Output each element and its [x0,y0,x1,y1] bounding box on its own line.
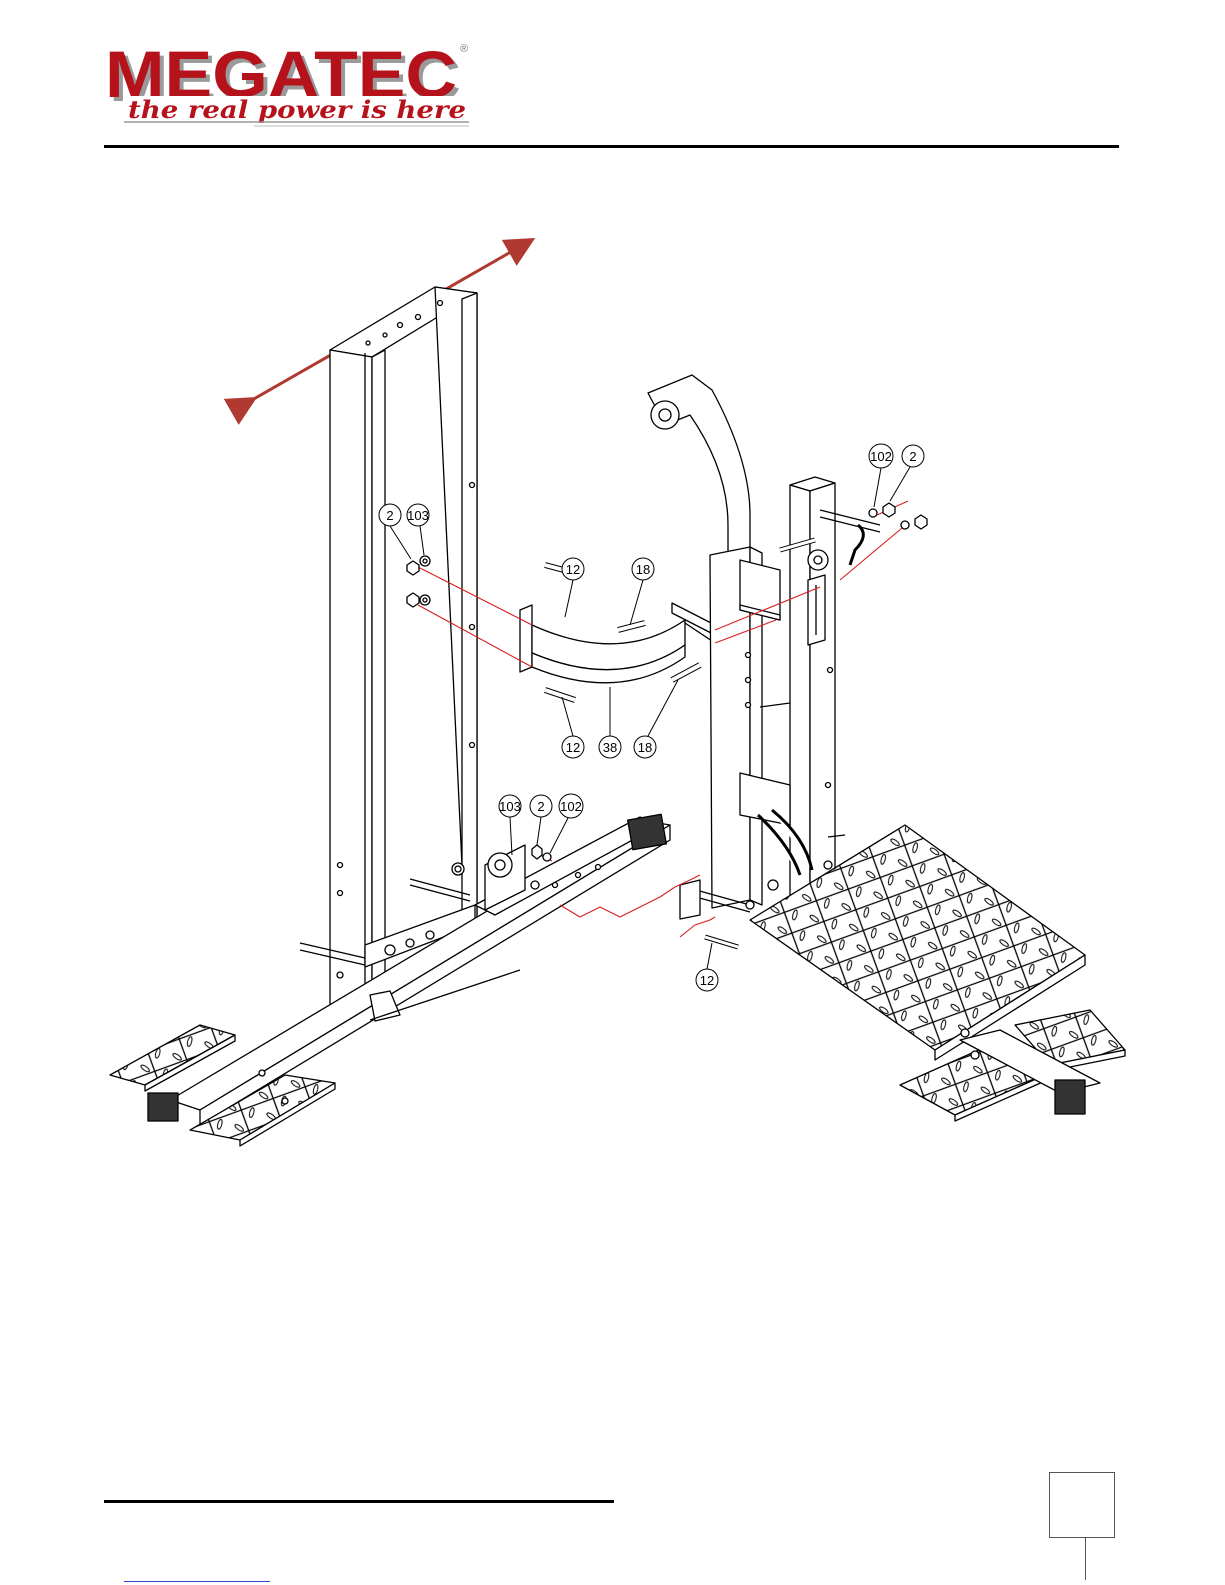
svg-text:2: 2 [537,799,544,814]
callout-103-lower: 103 [499,795,521,855]
center-curved-brace [520,565,715,700]
svg-text:18: 18 [636,562,650,577]
svg-text:102: 102 [870,449,892,464]
callout-12-top: 12 [562,558,584,617]
left-upright-frame [110,287,670,1146]
svg-text:18: 18 [638,740,652,755]
svg-text:2: 2 [386,508,393,523]
svg-text:2: 2 [909,449,916,464]
trademark-mark: ® [460,43,468,55]
svg-text:12: 12 [566,740,580,755]
callout-12-bottom: 12 [562,697,584,758]
svg-text:38: 38 [603,740,617,755]
callout-102-right: 102 [869,444,893,507]
svg-text:12: 12 [566,562,580,577]
callout-38: 38 [599,687,621,758]
assembly-diagram: 2 103 12 18 102 2 [100,225,1140,1175]
svg-text:12: 12 [700,973,714,988]
svg-text:102: 102 [560,799,582,814]
svg-text:103: 103 [499,799,521,814]
footer-divider [104,1500,614,1503]
callout-102-lower: 102 [550,794,583,853]
callout-18-bottom: 18 [634,680,678,758]
callout-2-lower: 2 [530,795,552,845]
brand-tagline: the real power is here [128,95,466,124]
page-number-box [1049,1472,1115,1538]
callout-12-right-lower: 12 [696,943,718,991]
footer-link-underline[interactable] [124,1581,270,1582]
callout-18-top: 18 [630,558,654,625]
svg-text:103: 103 [407,508,429,523]
megatec-logo: MEGATEC MEGATEC ® the real power is here [104,38,474,128]
right-upright-frame [648,375,1125,1121]
header-divider [104,145,1119,148]
page-box-tick [1085,1538,1086,1580]
callout-103-left: 103 [407,504,429,555]
callout-2-right: 2 [890,445,924,501]
